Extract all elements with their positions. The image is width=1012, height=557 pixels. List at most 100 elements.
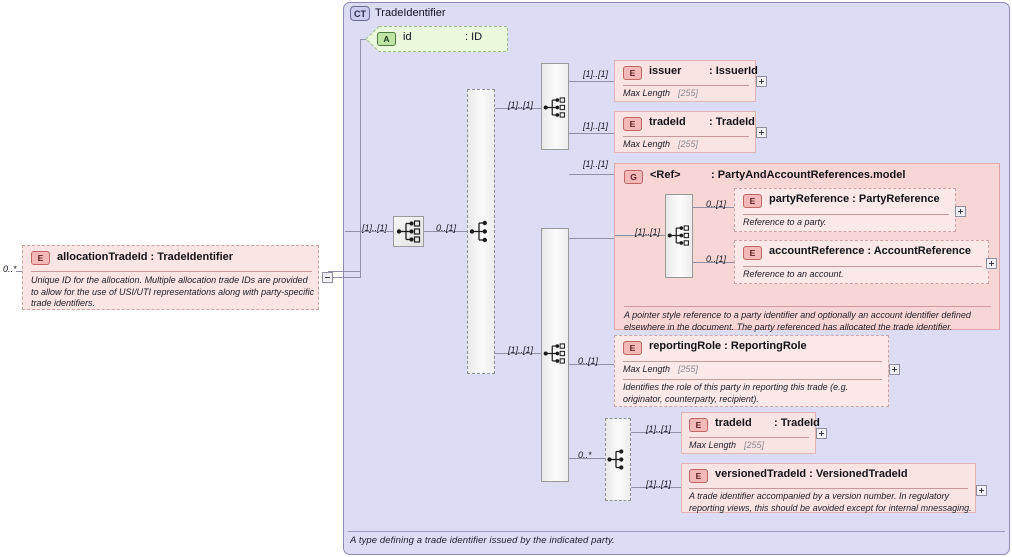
attribute-outline-icon [365, 26, 508, 52]
cardinality-bottom-choice: 0..* [578, 450, 592, 460]
cardinality-tradeId-top: [1]..[1] [583, 121, 609, 131]
element-allocationTradeId[interactable]: E allocationTradeId : TradeIdentifier Un… [22, 245, 319, 310]
element-name-accountReference: accountReference : AccountReference [769, 245, 971, 257]
element-name-issuer: issuer [649, 65, 682, 77]
toggle-riser-line [360, 271, 361, 278]
element-badge-reportingRole: E [623, 341, 642, 355]
element-reportingRole[interactable]: E reportingRole : ReportingRole Max Leng… [614, 335, 889, 407]
cardinality-tradeId-bottom: [1]..[1] [646, 424, 672, 434]
reportingRole-branch-line [569, 364, 614, 365]
bottom-choice-branch-line [569, 458, 605, 459]
root-sequence-inline [345, 231, 393, 232]
group-badge: G [624, 170, 643, 184]
collapse-toggle-allocationTradeId[interactable] [322, 272, 333, 283]
element-name-versionedTradeId: versionedTradeId : VersionedTradeId [715, 468, 908, 480]
expand-toggle-accountReference[interactable] [986, 258, 997, 269]
element-name-tradeId-bottom: tradeId [715, 417, 752, 429]
choice-icon-outer [468, 216, 495, 247]
element-issuer[interactable]: E issuer : IssuerId Max Length[255] [614, 60, 758, 102]
complextype-title: TradeIdentifier [375, 7, 446, 19]
cardinality-group-inner-sequence: [1]..[1] [635, 227, 661, 237]
element-divider-allocationTradeId [31, 271, 312, 272]
sequence-icon-group [666, 220, 693, 251]
expand-toggle-versionedTradeId[interactable] [976, 485, 987, 496]
versionedTradeId-branch-line [631, 487, 681, 488]
element-type-tradeId-bottom: : TradeId [774, 417, 820, 429]
facet-issuer: Max Length[255] [623, 88, 699, 98]
element-versionedTradeId[interactable]: E versionedTradeId : VersionedTradeId A … [681, 463, 976, 513]
group-inner-entry-line [615, 235, 665, 236]
element-annotation-accountReference: Reference to an account. [743, 269, 844, 279]
element-name-tradeId-top: tradeId [649, 116, 686, 128]
cardinality-accountReference: 0..[1] [706, 254, 727, 264]
group-entry-line [569, 174, 614, 175]
element-tradeId-bottom[interactable]: E tradeId : TradeId Max Length[255] [681, 412, 820, 454]
root-to-left-hline [328, 271, 361, 272]
cardinality-reportingRole: 0..[1] [578, 356, 599, 366]
element-badge-accountReference: E [743, 246, 762, 260]
facet-tradeId-bottom: Max Length[255] [689, 440, 765, 450]
element-name-allocationTradeId: allocationTradeId : TradeIdentifier [57, 251, 234, 263]
cardinality-allocationTradeId: 0..* [3, 264, 17, 274]
element-name-partyReference: partyReference : PartyReference [769, 193, 940, 205]
cardinality-outer-choice: 0..[1] [436, 223, 457, 233]
element-divider-versionedTradeId [689, 488, 968, 489]
expand-toggle-tradeId-top[interactable] [756, 127, 767, 138]
cardinality-versionedTradeId: [1]..[1] [646, 479, 672, 489]
attribute-type: : ID [465, 31, 483, 43]
element-annotation-reportingRole: Identifies the role of this party in rep… [623, 382, 849, 404]
cardinality-partyReference: 0..[1] [706, 199, 727, 209]
attribute-id-box[interactable]: A id : ID [365, 26, 508, 52]
element-tradeId-top[interactable]: E tradeId : TradeId Max Length[255] [614, 111, 756, 153]
attribute-badge: A [377, 32, 396, 46]
tradeId-bottom-branch-line [631, 432, 681, 433]
group-annotation: A pointer style reference to a party ide… [624, 310, 971, 332]
choice-icon-bottom [606, 444, 631, 475]
element-annotation-partyReference: Reference to a party. [743, 217, 827, 227]
element-partyReference[interactable]: E partyReference : PartyReference Refere… [734, 188, 956, 232]
cardinality-mid-sequence: [1]..[1] [508, 345, 534, 355]
choice-branch-top-line [495, 108, 541, 109]
toggle-to-frame-line [333, 277, 360, 278]
element-name-reportingRole: reportingRole : ReportingRole [649, 340, 807, 352]
facet-tradeId-top: Max Length[255] [623, 139, 699, 149]
expand-toggle-tradeId-bottom[interactable] [816, 428, 827, 439]
element-divider-tradeId-top [623, 136, 749, 137]
element-badge-partyReference: E [743, 194, 762, 208]
element-badge-tradeId-top: E [623, 117, 642, 131]
group-name: : PartyAndAccountReferences.model [711, 169, 906, 181]
group-ref-label: <Ref> [650, 169, 681, 181]
element-accountReference[interactable]: E accountReference : AccountReference Re… [734, 240, 989, 284]
complextype-annotation-divider [348, 531, 1005, 532]
tradeId-top-branch-line [569, 133, 614, 134]
choice-branch-bottom-line [495, 353, 541, 354]
facet-reportingRole: Max Length[255] [623, 364, 699, 374]
expand-toggle-issuer[interactable] [756, 76, 767, 87]
element-divider-accountReference [743, 266, 982, 267]
element-annotation-versionedTradeId: A trade identifier accompanied by a vers… [689, 491, 972, 513]
sequence-icon-root[interactable] [393, 216, 424, 247]
attribute-connector-hline [360, 39, 366, 40]
sequence-icon-mid [542, 338, 569, 369]
element-badge-versionedTradeId: E [689, 469, 708, 483]
element-type-tradeId-top: : TradeId [709, 116, 755, 128]
cardinality-root-sequence: [1]..[1] [362, 223, 388, 233]
cardinality-group: [1]..[1] [583, 159, 609, 169]
issuer-branch-line [569, 81, 614, 82]
expand-toggle-reportingRole[interactable] [889, 364, 900, 375]
element-type-issuer: : IssuerId [709, 65, 758, 77]
element-badge-allocationTradeId: E [31, 251, 50, 265]
element-divider2-reportingRole [623, 379, 882, 380]
complextype-annotation: A type defining a trade identifier issue… [350, 535, 615, 546]
attribute-connector-vline [360, 39, 361, 271]
accountReference-branch-line [693, 262, 734, 263]
element-annotation-allocationTradeId: Unique ID for the allocation. Multiple a… [31, 275, 315, 308]
group-branch-line [569, 238, 614, 239]
expand-toggle-partyReference[interactable] [955, 206, 966, 217]
complextype-badge: CT [350, 6, 370, 21]
element-divider-reportingRole [623, 361, 882, 362]
cardinality-issuer: [1]..[1] [583, 69, 609, 79]
sequence-icon-top [542, 92, 569, 123]
element-badge-tradeId-bottom: E [689, 418, 708, 432]
cardinality-top-sequence: [1]..[1] [508, 100, 534, 110]
